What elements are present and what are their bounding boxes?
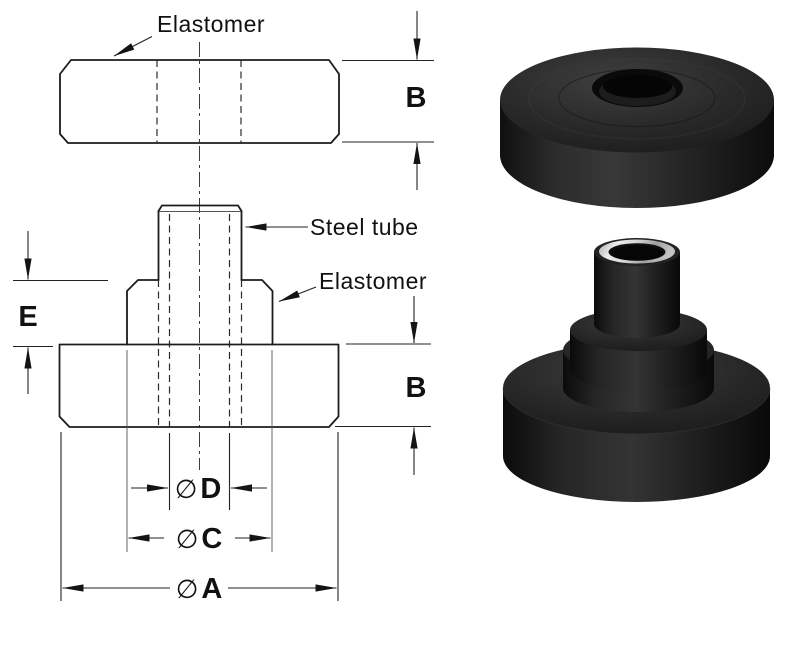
washer-hole [592, 69, 683, 107]
dim-label-e: E [18, 301, 37, 333]
label-elastomer-top: Elastomer [157, 11, 265, 37]
dim-dia-a: ∅A [60, 432, 339, 605]
diameter-symbol: ∅ [175, 475, 198, 505]
bushing-3d-render [502, 238, 771, 502]
front-view-bushing [58, 204, 340, 552]
dim-dia-d: ∅D [131, 433, 267, 510]
steel-tube-3d [594, 238, 680, 338]
dim-label-dia-c: ∅C [176, 523, 223, 555]
dim-label-b-front: B [406, 372, 427, 404]
washer-body [500, 47, 774, 208]
callout-elastomer-front: Elastomer [278, 268, 427, 303]
label-elastomer-front: Elastomer [319, 268, 427, 294]
dim-label-dia-a: ∅A [176, 573, 223, 605]
washer-3d-render [500, 47, 774, 208]
technical-drawing: Elastomer Steel tube Elastomer B E [13, 11, 434, 605]
diameter-symbol: ∅ [176, 525, 199, 555]
callout-steel-tube: Steel tube [245, 214, 419, 240]
diameter-symbol: ∅ [176, 575, 199, 605]
label-steel-tube: Steel tube [310, 214, 419, 240]
dim-dia-c: ∅C [128, 523, 271, 555]
top-view-washer [59, 59, 340, 144]
dim-letter-c: C [201, 523, 222, 555]
dim-b-front: B [335, 296, 431, 475]
dim-e: E [13, 231, 108, 394]
dim-letter-a: A [201, 573, 222, 605]
callout-elastomer-top: Elastomer [113, 11, 265, 57]
dim-letter-d: D [200, 473, 221, 505]
dim-label-b-top: B [406, 82, 427, 114]
dim-label-dia-d: ∅D [175, 473, 222, 505]
dim-b-top: B [342, 11, 434, 190]
